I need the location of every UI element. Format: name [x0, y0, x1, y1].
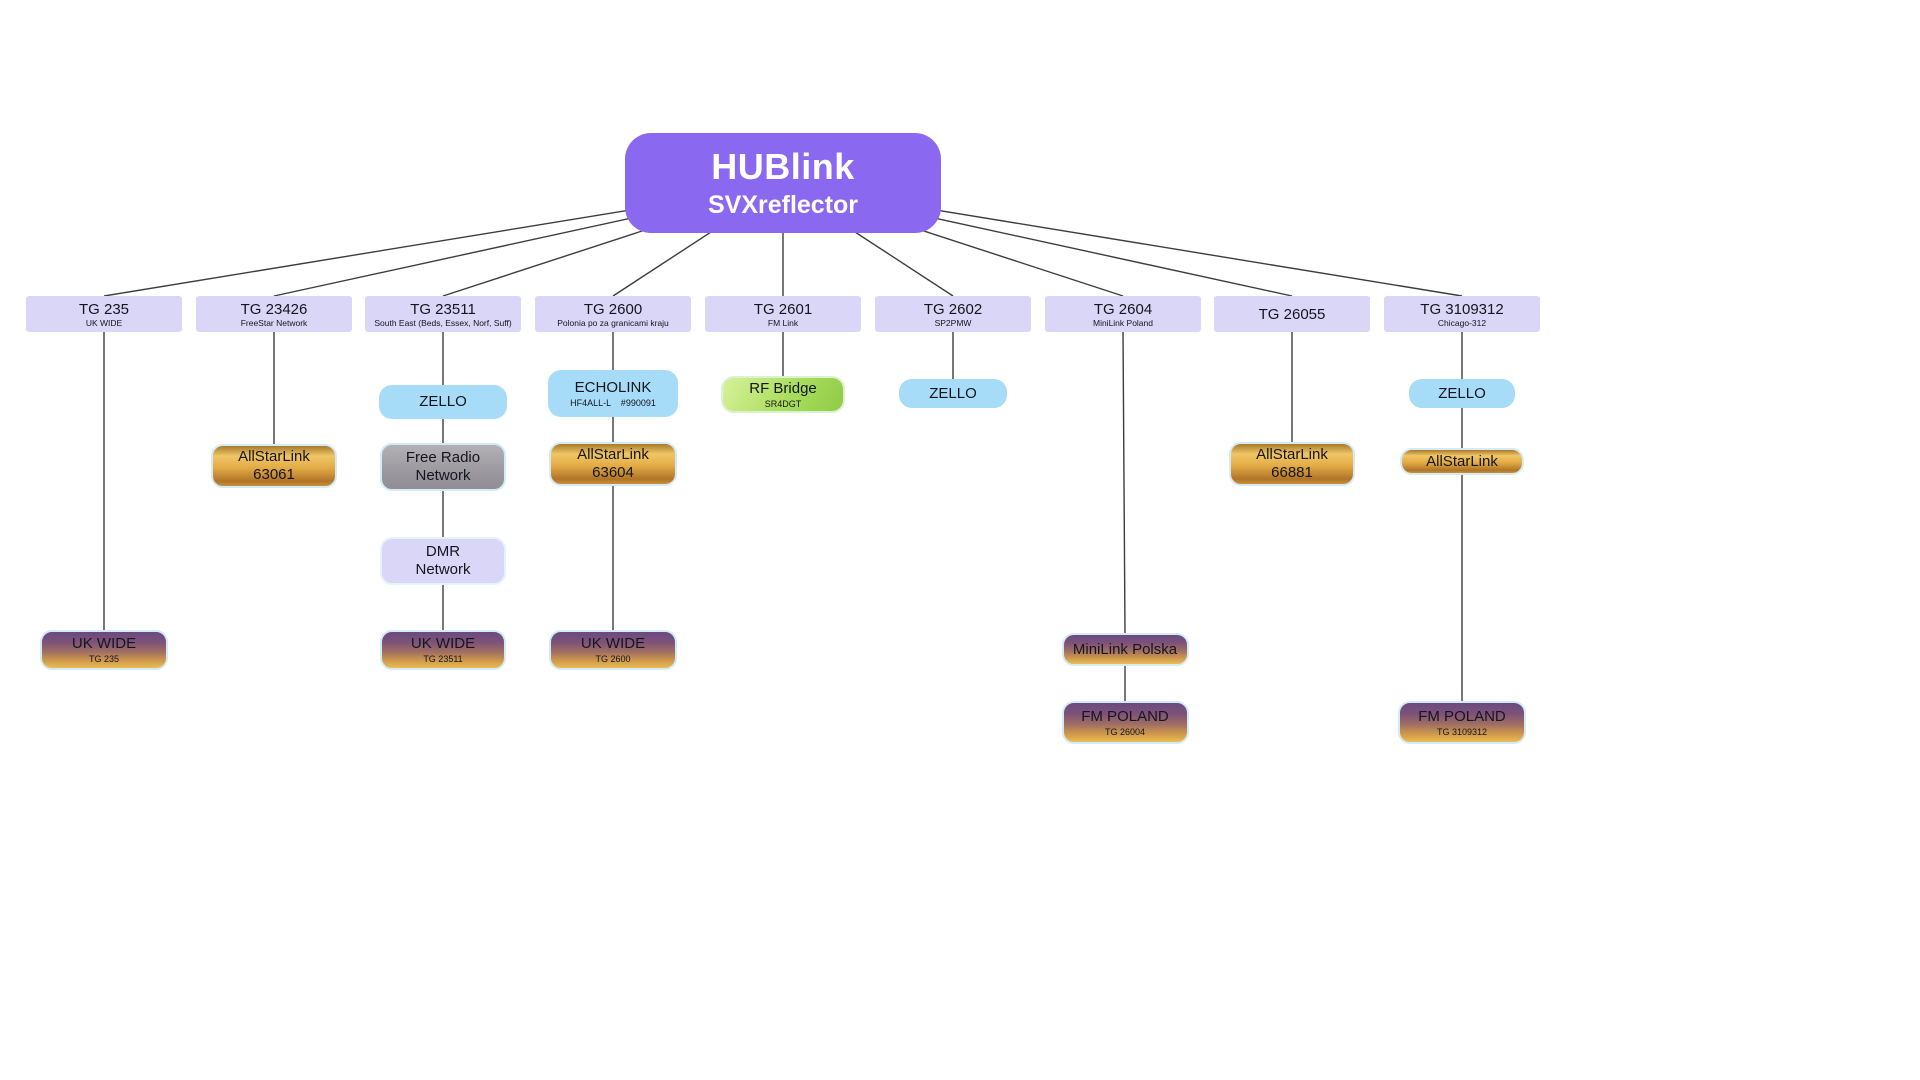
node-label: 63604 [592, 464, 634, 481]
tg-title: TG 23511 [410, 300, 476, 318]
tg-subtitle: MiniLink Poland [1092, 317, 1153, 328]
node-label: FM POLAND [1418, 707, 1506, 725]
tg-box-tg-26055: TG 26055 [1214, 296, 1370, 332]
tg-subtitle: FreeStar Network [240, 317, 308, 328]
node-sublabel: TG 26004 [1104, 726, 1146, 737]
node-label: ZELLO [419, 393, 467, 410]
hub-node: HUBlink SVXreflector [625, 133, 941, 233]
node-label: UK WIDE [71, 635, 137, 652]
node-label: 63061 [253, 466, 295, 483]
node-label: FM POLAND [1081, 707, 1169, 725]
tg-subtitle: SP2PMW [934, 317, 972, 328]
tg-title: TG 2602 [923, 300, 983, 318]
node-zello: ZELLO [899, 379, 1007, 408]
tg-title: TG 26055 [1258, 305, 1326, 323]
tg-subtitle: FM Link [767, 317, 799, 328]
node-sublabel: SR4DGT [764, 398, 802, 409]
node-minilink-polska: MiniLink Polska [1061, 633, 1189, 666]
tg-title: TG 235 [78, 300, 130, 318]
tg-subtitle: Chicago-312 [1437, 317, 1487, 328]
tg-title: TG 2604 [1093, 300, 1153, 318]
node-sublabel: TG 235 [88, 654, 119, 664]
hub-title: HUBlink [711, 146, 855, 187]
node-label: ECHOLINK [574, 378, 652, 396]
node-label: MiniLink Polska [1072, 640, 1178, 658]
node-uk-wide-tg-235: UK WIDE TG 235 [40, 630, 168, 670]
tg-subtitle: Polonia po za granicami kraju [557, 317, 669, 328]
tg-title: TG 2601 [753, 300, 813, 318]
tg-title: TG 2600 [583, 300, 643, 318]
node-allstarlink: AllStarLink [1400, 448, 1524, 475]
node-label: 66881 [1271, 464, 1313, 481]
connector-line [1122, 331, 1126, 634]
node-label: AllStarLink [1426, 452, 1498, 470]
node-label: UK WIDE [580, 635, 646, 652]
tg-title: TG 23426 [240, 300, 308, 318]
tg-title: TG 3109312 [1420, 300, 1504, 318]
node-zello: ZELLO [379, 385, 507, 419]
node-sublabel: TG 2600 [595, 654, 631, 664]
tg-subtitle: UK WIDE [85, 317, 123, 328]
node-label: Network [415, 561, 471, 578]
node-label: RF Bridge [749, 379, 817, 397]
node-label: AllStarLink [238, 448, 310, 465]
node-uk-wide-tg-2600: UK WIDE TG 2600 [549, 630, 677, 670]
node-label: UK WIDE [410, 635, 476, 652]
node-label: AllStarLink [1256, 446, 1328, 463]
node-label: DMR [425, 543, 461, 560]
node-label: ZELLO [929, 384, 977, 402]
node-label: Free Radio [405, 449, 481, 466]
node-sublabel: HF4ALL-L #990091 [570, 397, 656, 408]
hub-subtitle: SVXreflector [707, 191, 859, 219]
node-uk-wide-tg-23511: UK WIDE TG 23511 [380, 630, 506, 670]
tg-subtitle: South East (Beds, Essex, Norf, Suff) [374, 317, 512, 328]
node-label: Network [415, 467, 471, 484]
node-label: ZELLO [1438, 384, 1486, 402]
node-zello: ZELLO [1409, 379, 1515, 408]
node-sublabel: TG 3109312 [1436, 726, 1488, 737]
node-label: AllStarLink [577, 446, 649, 463]
node-sublabel: TG 23511 [423, 654, 463, 664]
